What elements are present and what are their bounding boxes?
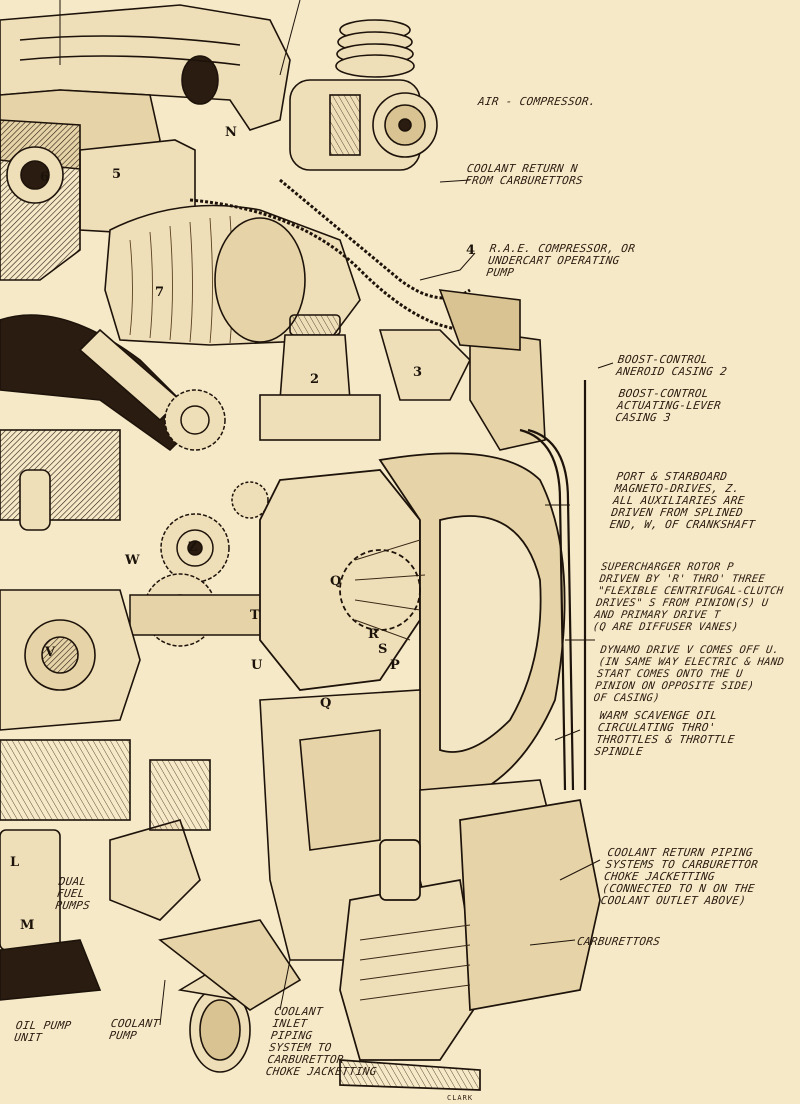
part-w: W xyxy=(125,553,140,568)
label-coolant-return-piping: COOLANT RETURN PIPING SYSTEMS TO CARBURE… xyxy=(599,846,759,907)
part-4: 4 xyxy=(466,243,476,258)
part-6: 6 xyxy=(40,170,50,185)
part-n: N xyxy=(225,125,237,140)
part-2: 2 xyxy=(310,372,320,387)
label-air-compressor: AIR - COMPRESSOR. xyxy=(477,95,597,108)
label-coolant-pump: COOLANT PUMP xyxy=(108,1017,161,1042)
air-compressor-drawing xyxy=(289,19,438,171)
artist-signature: CLARK xyxy=(447,1094,474,1102)
part-u: U xyxy=(251,658,263,673)
part-p: P xyxy=(390,658,400,673)
crankshaft-drive xyxy=(0,314,202,531)
supercharger-casing xyxy=(259,452,566,801)
label-magneto-drives: PORT & STARBOARD MAGNETO-DRIVES, Z. ALL … xyxy=(608,470,756,531)
label-coolant-inlet: COOLANT INLET PIPING SYSTEM TO CARBURETT… xyxy=(264,1005,378,1078)
label-carburettors: CARBURETTORS xyxy=(576,935,662,948)
label-dynamo-drive: DYNAMO DRIVE V COMES OFF U. (IN SAME WAY… xyxy=(592,644,785,704)
part-z: Z xyxy=(188,540,198,555)
lower-left-block xyxy=(0,589,141,1001)
coolant-pipe-right xyxy=(519,380,587,791)
part-s: S xyxy=(378,642,388,657)
part-q-lower: Q xyxy=(320,696,332,711)
coolant-pump-drawing xyxy=(109,759,302,1073)
part-7: 7 xyxy=(155,285,165,300)
carburettor-drawing xyxy=(339,799,601,1091)
part-v: V xyxy=(45,645,56,660)
part-l: L xyxy=(10,855,20,870)
label-dual-fuel-pumps: DUAL FUEL PUMPS xyxy=(54,875,91,912)
label-warm-scavenge: WARM SCAVENGE OIL CIRCULATING THRO' THRO… xyxy=(593,709,736,758)
label-supercharger: SUPERCHARGER ROTOR P DRIVEN BY 'R' THRO'… xyxy=(591,561,785,633)
part-q-upper: Q xyxy=(330,574,342,589)
part-3: 3 xyxy=(413,365,423,380)
label-rae-compressor: R.A.E. COMPRESSOR, OR UNDERCART OPERATIN… xyxy=(485,242,637,279)
part-t: T xyxy=(250,608,260,623)
part-m: M xyxy=(20,918,35,933)
leader-lines xyxy=(59,0,614,1026)
label-boost-control-lever: BOOST-CONTROL ACTUATING-LEVER CASING 3 xyxy=(614,387,722,424)
part-r: R xyxy=(368,627,379,642)
part-5: 5 xyxy=(112,167,122,182)
boost-control-assembly xyxy=(259,289,546,451)
label-coolant-return-n: COOLANT RETURN N FROM CARBURETTORS xyxy=(464,162,584,187)
inlet-duct-7 xyxy=(104,204,361,346)
label-oil-pump-unit: OIL PUMP UNIT xyxy=(13,1019,73,1044)
label-boost-control-aneroid: BOOST-CONTROL ANEROID CASING 2 xyxy=(615,353,728,378)
